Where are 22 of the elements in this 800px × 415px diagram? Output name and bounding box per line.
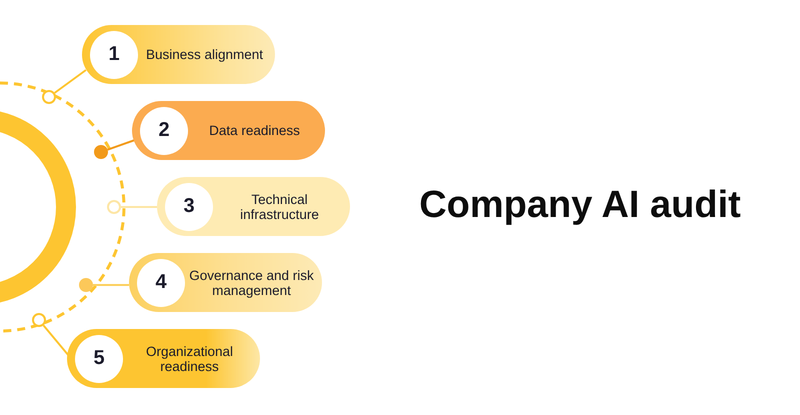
connector-line (54, 69, 87, 94)
connector-line (121, 206, 157, 208)
step-number: 2 (140, 106, 188, 154)
connector-line (107, 139, 136, 151)
step-pill (82, 25, 275, 84)
connector-dot (79, 278, 93, 292)
connector-line (42, 324, 70, 357)
title: Company AI audit (418, 184, 742, 227)
step-label: Governance and risk management (188, 268, 315, 298)
connector-line (93, 284, 129, 286)
connector-dot (42, 90, 56, 104)
step-number: 4 (137, 258, 185, 306)
step-label: Business alignment (144, 47, 264, 62)
step-label: Technical infrastructure (239, 192, 320, 222)
step-number: 5 (75, 334, 123, 382)
step-label: Data readiness (208, 123, 301, 138)
connector-dot (94, 145, 108, 159)
step-number: 3 (165, 182, 213, 230)
step-number: 1 (90, 30, 138, 78)
step-label: Organizational readiness (144, 344, 234, 374)
connector-dot (32, 313, 46, 327)
connector-dot (107, 200, 121, 214)
